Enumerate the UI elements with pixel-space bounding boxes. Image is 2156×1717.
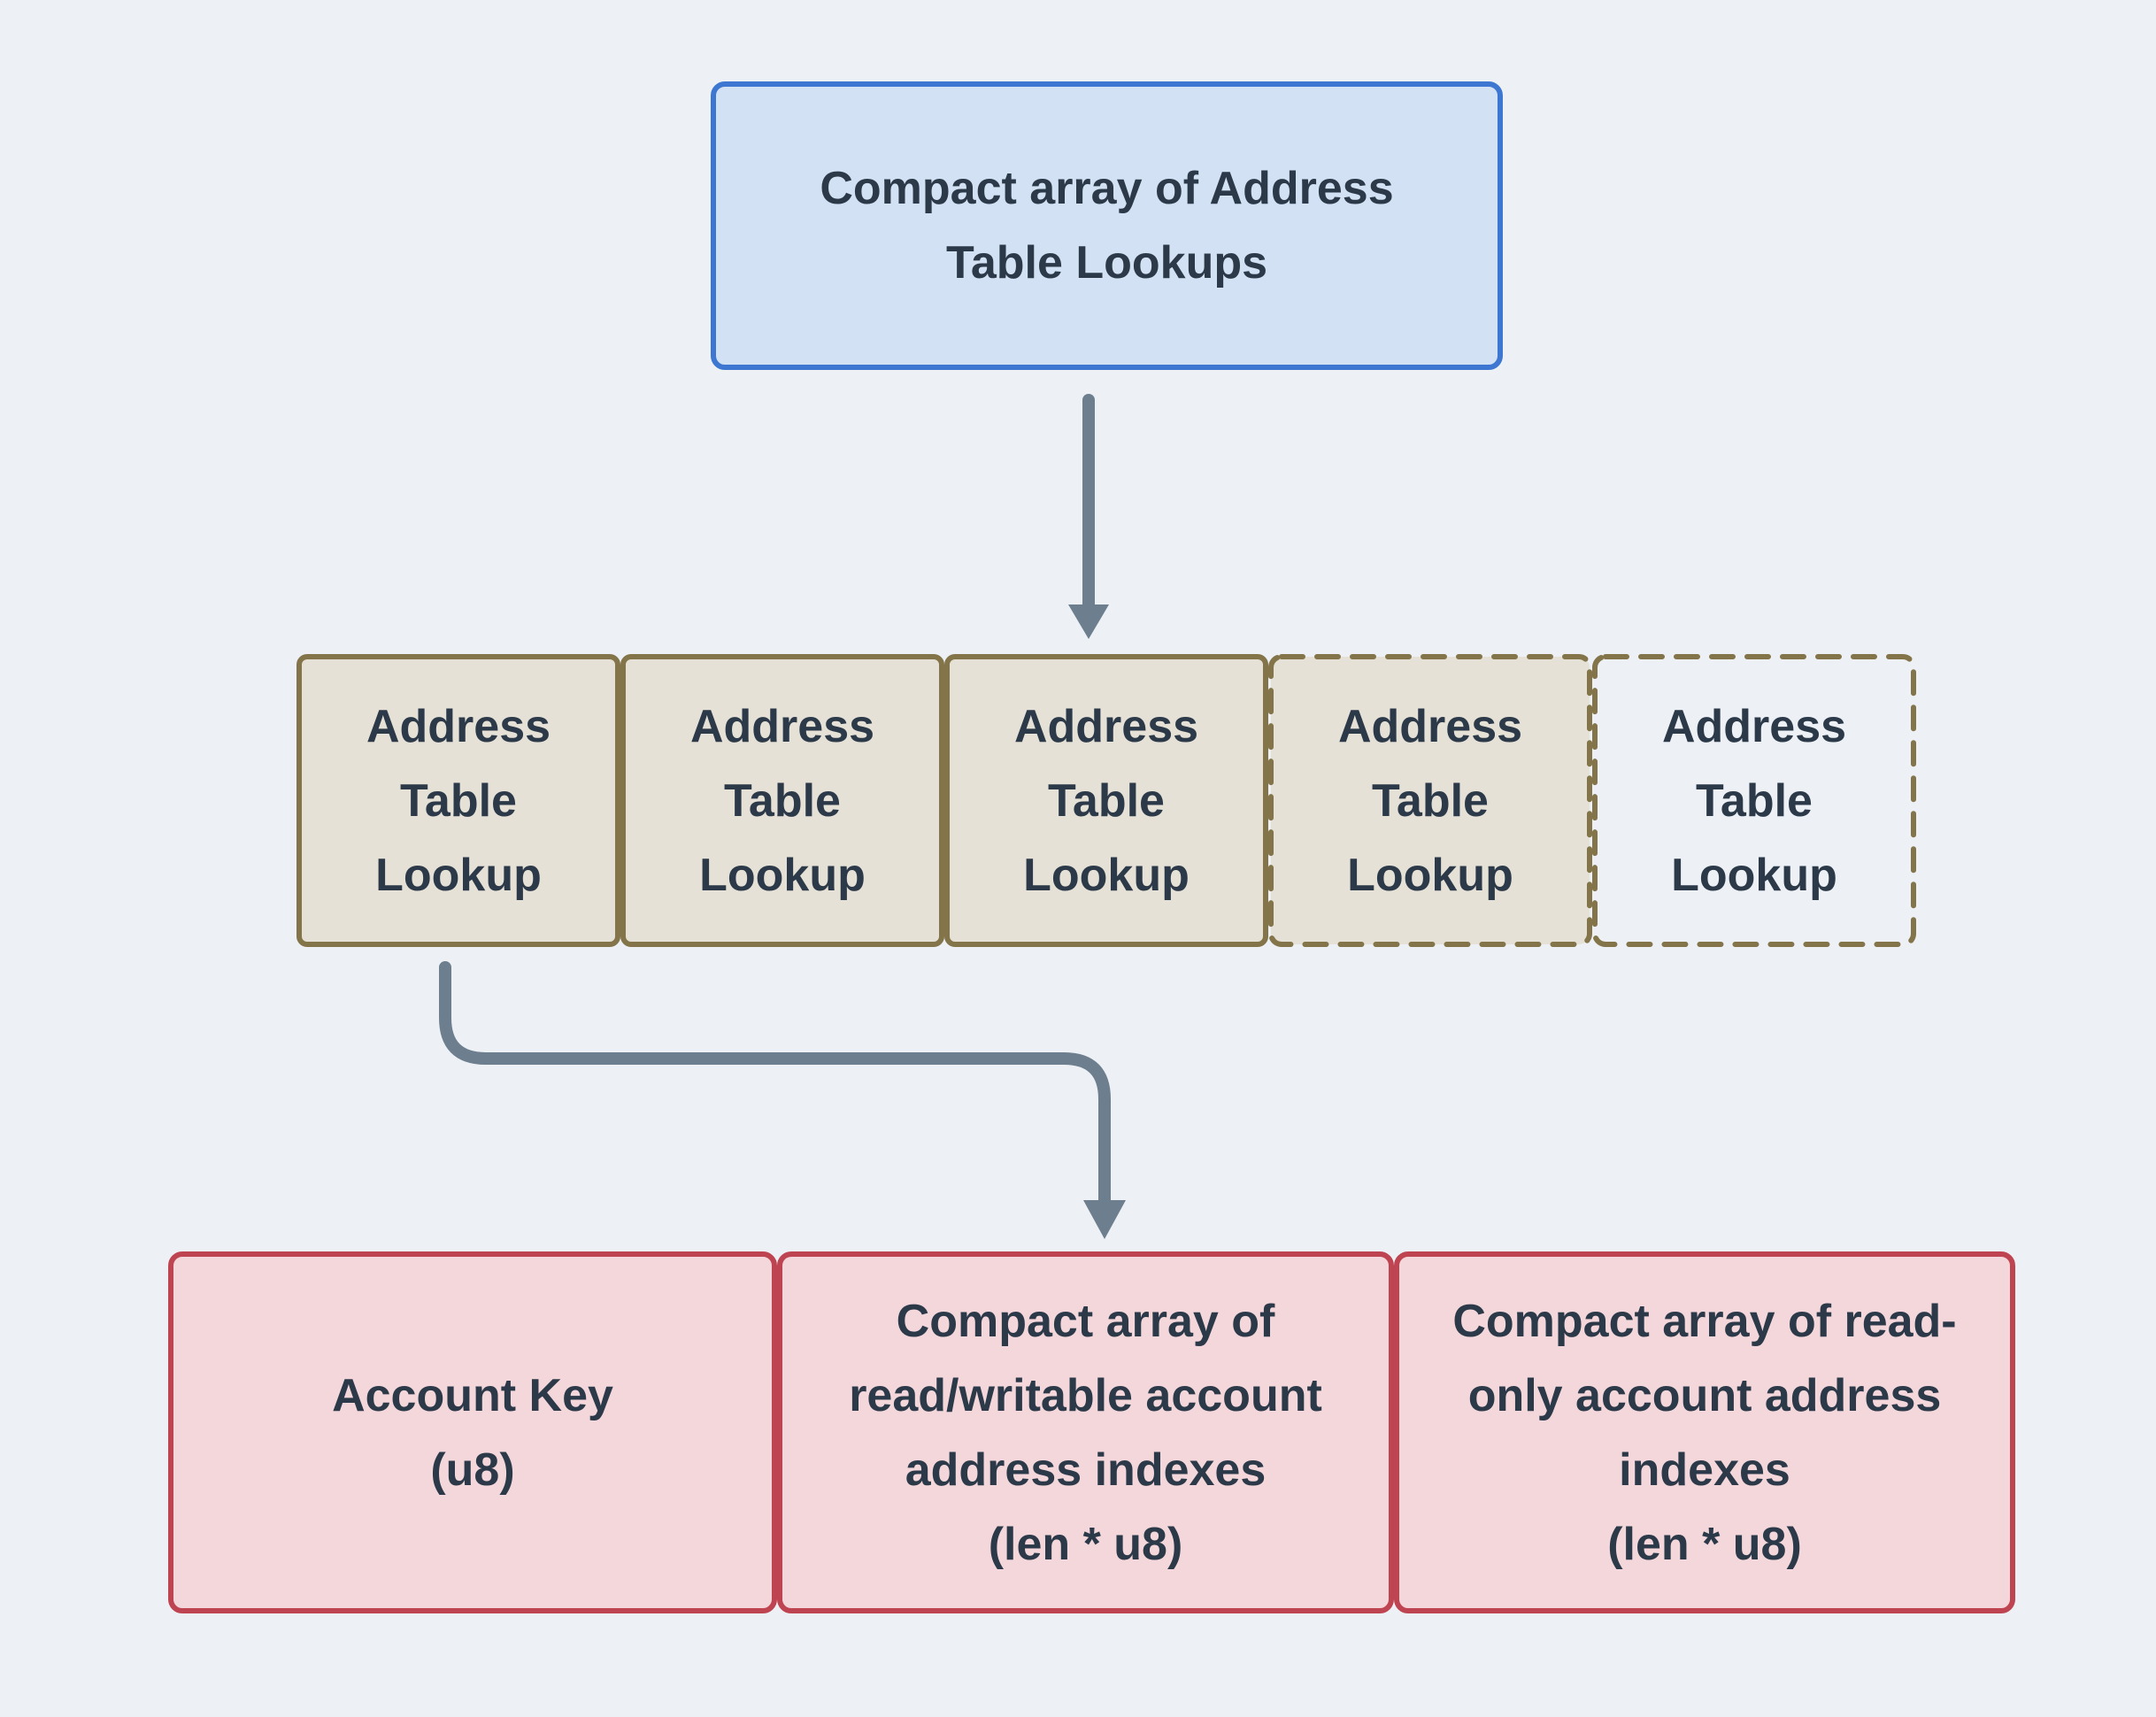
node-label-line: Table: [724, 774, 841, 827]
arrow-down-icon: [1068, 394, 1109, 639]
node-label-line: Table: [1696, 774, 1813, 827]
node-label-line: Lookup: [1671, 849, 1837, 901]
node-account-key: Account Key (u8): [168, 1251, 777, 1613]
dashed-border: [1592, 654, 1916, 947]
node-label-line: Lookup: [699, 849, 866, 901]
node-address-table-lookup-5-dashed-empty: Address Table Lookup: [1592, 654, 1916, 947]
node-writable-account-indexes: Compact array of read/writable account a…: [777, 1251, 1394, 1613]
node-address-table-lookup-2: Address Table Lookup: [620, 654, 944, 947]
node-compact-array-of-address-table-lookups: Compact array of Address Table Lookups: [711, 81, 1503, 370]
node-label-line: Table: [400, 774, 517, 827]
node-label-line: only account address: [1467, 1369, 1942, 1421]
node-label-line: Table: [1048, 774, 1165, 827]
node-label-line: Address: [1661, 700, 1847, 752]
node-label-line: indexes: [1619, 1444, 1790, 1496]
node-label-line: Compact array of read-: [1452, 1295, 1957, 1347]
node-label-line: Address: [1337, 700, 1523, 752]
node-address-table-lookup-3: Address Table Lookup: [944, 654, 1268, 947]
node-readonly-account-indexes: Compact array of read- only account addr…: [1394, 1251, 2015, 1613]
node-label-line: address indexes: [905, 1444, 1267, 1496]
node-label-line: read/writable account: [849, 1369, 1322, 1421]
node-label-line: Lookup: [375, 849, 542, 901]
node-label-line: (len * u8): [988, 1518, 1183, 1570]
node-label-line: Table: [1372, 774, 1489, 827]
node-label-line: Account Key: [332, 1369, 613, 1421]
node-address-table-lookup-4-dashed: Address Table Lookup: [1268, 654, 1592, 947]
node-address-table-lookup-1: Address Table Lookup: [296, 654, 620, 947]
node-label-line: (u8): [430, 1444, 515, 1496]
node-label-line: Address: [1013, 700, 1199, 752]
node-label-line: Address: [689, 700, 875, 752]
node-label-line: Address: [366, 700, 551, 752]
node-label-line: Compact array of: [896, 1295, 1275, 1347]
node-label-line: Compact array of Address: [820, 163, 1394, 214]
dashed-border: [1268, 654, 1592, 947]
node-label-line: Lookup: [1023, 849, 1190, 901]
node-label-line: Table Lookups: [945, 237, 1268, 289]
node-label-line: (len * u8): [1607, 1518, 1802, 1570]
arrow-elbow-down-icon: [439, 961, 1126, 1239]
node-label-line: Lookup: [1347, 849, 1513, 901]
